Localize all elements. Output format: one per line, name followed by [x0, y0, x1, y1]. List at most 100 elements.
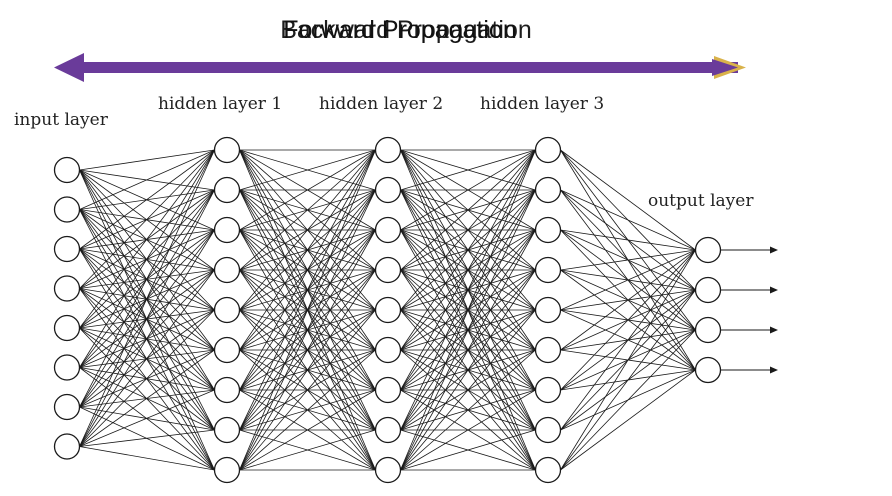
hidden2-neuron	[374, 136, 402, 164]
connection-line	[239, 389, 376, 471]
connection-line	[79, 309, 215, 447]
hidden3-neuron	[534, 376, 562, 404]
output-neuron	[694, 236, 722, 264]
connection-line	[560, 289, 696, 471]
connection-line	[560, 249, 696, 351]
connection-line	[400, 149, 536, 391]
input-layer-label: input layer	[14, 110, 108, 130]
connection-line	[400, 149, 536, 471]
hidden3-neuron	[534, 336, 562, 364]
connection-line	[560, 249, 696, 391]
connection-line	[400, 149, 536, 311]
connections-group	[79, 149, 696, 471]
connection-line	[79, 189, 215, 447]
output-neuron	[694, 276, 722, 304]
connection-line	[239, 269, 376, 471]
connection-line	[239, 149, 376, 271]
neurons-group	[53, 136, 722, 484]
connection-line	[400, 309, 536, 471]
connection-line	[79, 349, 215, 447]
connection-line	[560, 329, 696, 471]
forward-arrow-head	[712, 59, 738, 76]
hidden2-neuron	[374, 376, 402, 404]
connection-line	[400, 149, 536, 191]
connection-line	[560, 249, 696, 471]
hidden2-neuron	[374, 256, 402, 284]
connection-line	[560, 249, 696, 311]
connection-line	[560, 249, 696, 271]
hidden2-neuron	[374, 416, 402, 444]
connection-line	[79, 149, 215, 368]
propagation-arrow	[54, 53, 746, 82]
connection-line	[400, 229, 536, 471]
connection-line	[400, 189, 536, 471]
hidden1-neuron	[213, 376, 241, 404]
connection-line	[79, 149, 215, 289]
connection-line	[79, 149, 215, 210]
connection-line	[79, 149, 215, 447]
connection-line	[239, 229, 376, 471]
hidden-layer-2-label: hidden layer 2	[319, 94, 444, 114]
backward-arrow-head	[54, 53, 84, 82]
hidden3-neuron	[534, 456, 562, 484]
hidden1-neuron	[213, 136, 241, 164]
hidden3-neuron	[534, 136, 562, 164]
hidden1-neuron	[213, 336, 241, 364]
connection-line	[400, 149, 536, 271]
forward-propagation-title: Forward Propagation	[283, 16, 517, 44]
output-neuron	[694, 356, 722, 384]
connection-line	[239, 309, 376, 471]
hidden1-neuron	[213, 176, 241, 204]
output-neuron	[694, 316, 722, 344]
connection-line	[79, 229, 215, 447]
input-neuron	[53, 314, 81, 342]
hidden2-neuron	[374, 456, 402, 484]
output-arrow-head	[770, 246, 778, 254]
hidden2-neuron	[374, 216, 402, 244]
hidden1-neuron	[213, 416, 241, 444]
output-arrows-group	[720, 246, 778, 374]
connection-line	[79, 389, 215, 447]
hidden3-neuron	[534, 256, 562, 284]
connection-line	[239, 189, 376, 471]
connection-line	[79, 446, 215, 471]
hidden2-neuron	[374, 336, 402, 364]
hidden1-neuron	[213, 216, 241, 244]
hidden3-neuron	[534, 416, 562, 444]
connection-line	[239, 149, 376, 471]
input-neuron	[53, 433, 81, 460]
output-arrow-head	[770, 286, 778, 294]
connection-line	[79, 269, 215, 447]
hidden-layer-3-label: hidden layer 3	[480, 94, 605, 114]
connection-line	[400, 269, 536, 471]
output-arrow-head	[770, 326, 778, 334]
connection-line	[239, 149, 376, 191]
connection-line	[79, 429, 215, 447]
connection-line	[239, 149, 376, 391]
connection-line	[79, 149, 215, 408]
connection-line	[400, 149, 536, 351]
input-neuron	[53, 196, 81, 223]
input-neuron	[53, 354, 81, 381]
connection-line	[400, 149, 536, 431]
connection-line	[79, 149, 215, 250]
input-neuron	[53, 275, 81, 302]
connection-line	[560, 369, 696, 471]
input-neuron	[53, 156, 81, 184]
connection-line	[239, 149, 376, 431]
hidden1-neuron	[213, 296, 241, 324]
backward-propagation-title: Backward Propagation	[280, 16, 532, 44]
connection-line	[79, 149, 215, 329]
connection-line	[239, 429, 376, 471]
connection-line	[560, 229, 696, 251]
connection-line	[239, 149, 376, 311]
connection-line	[400, 349, 536, 471]
connection-line	[239, 149, 376, 351]
input-neuron	[53, 393, 81, 421]
hidden2-neuron	[374, 176, 402, 204]
connection-line	[400, 429, 536, 471]
connection-line	[400, 149, 536, 231]
connection-line	[560, 189, 696, 251]
